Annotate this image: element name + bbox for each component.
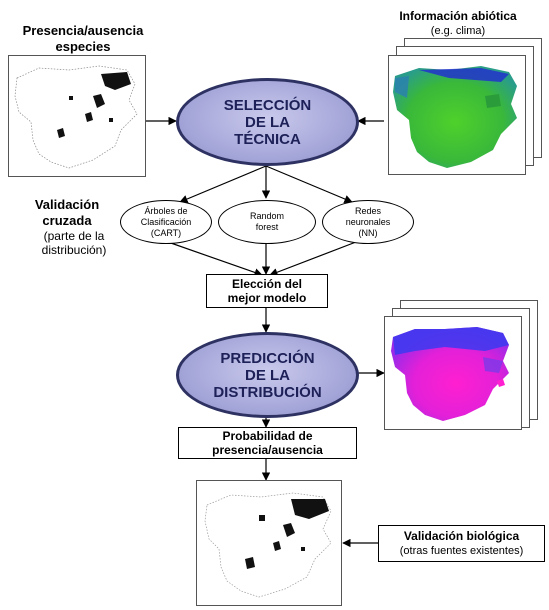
arrow-cart-to-best <box>167 241 263 277</box>
prediction-probability-map <box>384 316 522 430</box>
technique-selection-step: SELECCIÓN DE LA TÉCNICA <box>176 78 359 166</box>
cross-validation-note: (parte de la distribución) <box>41 229 107 257</box>
biological-validation-note: (otras fuentes existentes) <box>399 545 524 557</box>
species-presence-map <box>8 55 146 177</box>
arrow-selection-to-nn <box>265 165 353 203</box>
biological-validation-title: Validación biológica <box>403 529 520 543</box>
probability-box: Probabilidad de presencia/ausencia <box>178 427 357 459</box>
best-model-box: Elección del mejor modelo <box>206 274 328 308</box>
cross-validation-title: Validación cruzada <box>34 197 100 228</box>
arrow-nn-to-best <box>269 241 357 277</box>
final-distribution-map <box>196 480 342 606</box>
technique-cart: Árboles de Clasificación (CART) <box>120 200 212 244</box>
technique-neural-networks: Redes neuronales (NN) <box>322 200 414 244</box>
biological-validation-box: Validación biológica (otras fuentes exis… <box>378 525 545 562</box>
arrow-selection-to-cart <box>179 165 267 203</box>
abiotic-input-title: Información abiótica <box>399 9 517 23</box>
technique-random-forest: Random forest <box>218 200 316 244</box>
abiotic-climate-map <box>388 55 526 175</box>
abiotic-input-subtitle: (e.g. clima) <box>430 25 486 37</box>
distribution-prediction-step: PREDICCIÓN DE LA DISTRIBUCIÓN <box>176 332 359 418</box>
species-input-label: Presencia/ausencia especies <box>22 23 144 54</box>
